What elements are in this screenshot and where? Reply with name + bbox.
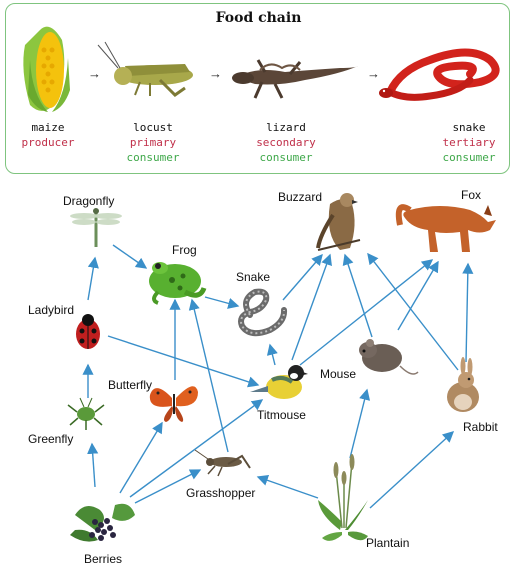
node-label-ladybird: Ladybird [28, 303, 74, 317]
organism-role-2: consumer [118, 150, 188, 165]
arrow-berries-butterfly [120, 423, 162, 493]
arrow-grasshopper-frog [192, 300, 228, 452]
arrow-plantain-grasshopper [258, 477, 318, 498]
arrow-ladybird-dragonfly [88, 258, 95, 300]
organism-role: primary [118, 135, 188, 150]
food-web-diagram [0, 176, 515, 567]
organism-role-2: consumer [434, 150, 504, 165]
arrow-rabbit-fox [466, 264, 468, 362]
node-label-dragonfly: Dragonfly [63, 194, 114, 208]
node-label-butterfly: Butterfly [108, 378, 152, 392]
organism-name: lizard [248, 120, 324, 135]
node-label-grasshopper: Grasshopper [186, 486, 255, 500]
chain-label-locust: locust primary consumer [118, 120, 188, 165]
node-label-greenfly: Greenfly [28, 432, 73, 446]
ladybird-image [76, 314, 100, 349]
organism-name: locust [118, 120, 188, 135]
arrow-berries-greenfly [92, 444, 95, 487]
chain-label-maize: maize producer [18, 120, 78, 150]
organism-role-2: consumer [248, 150, 324, 165]
node-label-plantain: Plantain [366, 536, 409, 550]
node-label-buzzard: Buzzard [278, 190, 322, 204]
organism-name: snake [434, 120, 504, 135]
rabbit-image [447, 357, 479, 412]
frog-image [149, 262, 204, 303]
arrow-berries-titmouse [130, 400, 262, 497]
maize-image [23, 27, 70, 112]
chain-label-snake: snake tertiary consumer [434, 120, 504, 165]
node-label-fox: Fox [461, 188, 481, 202]
berries-image [70, 504, 135, 542]
node-label-frog: Frog [172, 243, 197, 257]
arrow-plantain-mouse [350, 390, 367, 458]
organism-role: tertiary [434, 135, 504, 150]
arrow-mouse-fox [398, 262, 438, 330]
butterfly-image [150, 386, 198, 422]
grasshopper-image [195, 450, 250, 476]
arrow-mouse-buzzard [345, 255, 372, 337]
greenfly-image [68, 398, 104, 430]
chain-arrow-1: → [88, 66, 101, 81]
arrow-frog-snake [205, 297, 238, 306]
plantain-image [318, 454, 368, 541]
lizard-image [232, 60, 358, 98]
arrow-dragonfly-frog [113, 245, 146, 268]
arrow-plantain-rabbit [370, 432, 453, 508]
chain-arrow-2: → [209, 66, 222, 81]
node-label-berries: Berries [84, 552, 122, 566]
arrow-titmouse-buzzard [292, 255, 330, 360]
node-label-mouse: Mouse [320, 367, 356, 381]
arrow-titmouse-snake [270, 345, 275, 365]
chain-label-lizard: lizard secondary consumer [248, 120, 324, 165]
titmouse-image [250, 365, 308, 399]
snake-web-image [241, 292, 284, 334]
organism-name: maize [18, 120, 78, 135]
node-label-snake: Snake [236, 270, 270, 284]
organism-role: producer [18, 135, 78, 150]
node-label-rabbit: Rabbit [463, 420, 498, 434]
chain-arrow-3: → [367, 66, 380, 81]
organism-role: secondary [248, 135, 324, 150]
snake-image [379, 53, 496, 99]
fox-image [399, 205, 496, 252]
buzzard-image [318, 193, 360, 250]
mouse-image [359, 339, 418, 374]
dragonfly-image [70, 208, 122, 247]
locust-image [98, 42, 193, 96]
node-label-titmouse: Titmouse [257, 408, 306, 422]
